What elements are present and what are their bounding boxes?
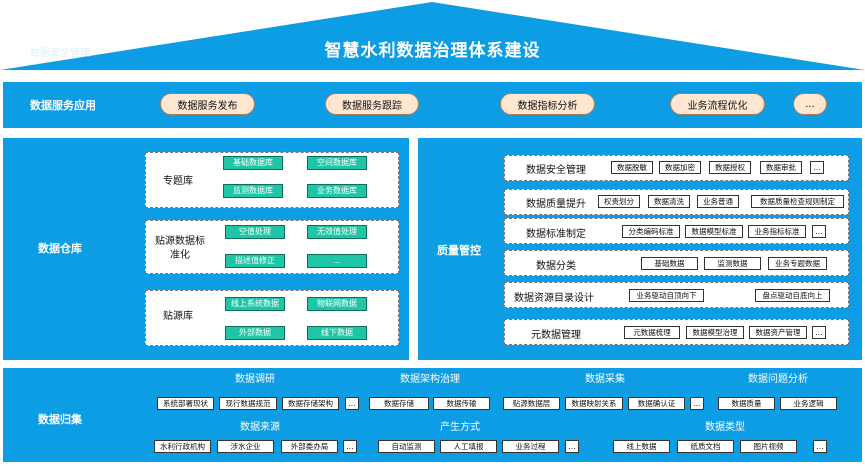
tag-offline: 线下数据 <box>307 326 367 340</box>
tag-more: ... <box>565 440 579 453</box>
tag-bottom-up: 盘点驱动自底向上 <box>755 289 830 302</box>
collection-header-collect: 数据采集 <box>585 374 625 385</box>
quality-row-label: 数据标准制定 <box>526 229 586 240</box>
tag-masking: 数据脱敏 <box>611 161 653 174</box>
watermark-text: 数据安全管理 <box>30 48 90 59</box>
tag-topic-data: 业务专题数据 <box>768 257 827 270</box>
warehouse-group-label: 贴源数据标准化 <box>155 236 205 261</box>
tag-more: ... <box>812 326 826 339</box>
tag-more: ... <box>690 397 704 410</box>
tag-storage-arch: 数据存储架构 <box>282 397 339 410</box>
warehouse-group-label: 贴源库 <box>163 311 193 322</box>
tag-encryption: 数据加密 <box>659 161 701 174</box>
tag-business-logic: 业务逻辑 <box>780 397 837 410</box>
tag-system-status: 系统部署现状 <box>157 397 214 410</box>
quality-row-label: 数据安全管理 <box>526 165 586 176</box>
tag-online-data: 线上数据 <box>613 440 670 453</box>
quality-row-label: 元数据管理 <box>531 330 581 341</box>
collection-header-type: 数据类型 <box>705 422 745 433</box>
tag-business-general: 业务普通 <box>697 195 739 208</box>
tag-model-standard: 数据模型标准 <box>685 225 743 238</box>
tag-auto-monitor: 自动监测 <box>378 440 435 453</box>
tag-iot: 物联网数据 <box>307 297 367 311</box>
service-item-metrics[interactable]: 数据指标分析 <box>500 93 595 115</box>
quality-row-label: 数据分类 <box>536 261 576 272</box>
tag-business-process: 业务过程 <box>502 440 559 453</box>
tag-more: ... <box>343 440 357 453</box>
tag-authorization: 数据授权 <box>709 161 751 174</box>
collection-label: 数据归集 <box>38 413 82 426</box>
tag-more: ... <box>813 440 827 453</box>
service-item-publish[interactable]: 数据服务发布 <box>160 93 255 115</box>
tag-null-handling: 空值处理 <box>225 225 285 239</box>
tag-quality-rules: 数据质量检查规则制定 <box>751 195 844 208</box>
tag-invalid-handling: 无效值处理 <box>307 225 367 239</box>
tag-water-agency: 水利行政机构 <box>154 440 211 453</box>
service-item-workflow[interactable]: 业务流程优化 <box>670 93 765 115</box>
warehouse-label: 数据仓库 <box>38 242 82 255</box>
tag-more: ... <box>810 161 824 174</box>
collection-header-method: 产生方式 <box>440 422 480 433</box>
tag-top-down: 业务驱动自顶向下 <box>629 289 704 302</box>
tag-more: ... <box>307 254 367 268</box>
tag-metadata-sort: 元数据梳理 <box>624 326 680 339</box>
tag-more: ... <box>812 225 826 238</box>
tag-external: 外部数据 <box>225 326 285 340</box>
tag-data-transfer: 数据传输 <box>433 397 490 410</box>
tag-water-company: 涉水企业 <box>217 440 274 453</box>
collection-header-architecture: 数据架构治理 <box>400 374 460 385</box>
tag-external-bureau: 外部委办局 <box>281 440 338 453</box>
tag-monitor-data: 监测数据 <box>704 257 761 270</box>
tag-code-standard: 分类编码标准 <box>622 225 680 238</box>
tag-mapping: 数据映射关系 <box>565 397 623 410</box>
tag-responsibility: 权责划分 <box>598 195 640 208</box>
tag-manual-entry: 人工填报 <box>440 440 497 453</box>
quality-row-label: 数据质量提升 <box>526 199 586 210</box>
collection-header-research: 数据调研 <box>235 374 275 385</box>
tag-data-quality: 数据质量 <box>718 397 775 410</box>
tag-basic-db: 基础数据库 <box>223 156 283 170</box>
roof-banner <box>0 2 865 70</box>
service-item-more[interactable]: ... <box>793 93 827 115</box>
service-label: 数据服务应用 <box>30 99 96 112</box>
tag-spatial-db: 空间数据库 <box>307 156 367 170</box>
collection-header-source: 数据来源 <box>240 422 280 433</box>
page-title: 智慧水利数据治理体系建设 <box>324 41 541 61</box>
tag-source-layer: 贴源数据层 <box>503 397 560 410</box>
tag-approval: 数据审批 <box>760 161 802 174</box>
quality-row-label: 数据资源目录设计 <box>514 293 594 304</box>
tag-basic-data: 基础数据 <box>641 257 698 270</box>
tag-current-spec: 现行数据规范 <box>219 397 277 410</box>
tag-metric-standard: 业务指标标准 <box>748 225 806 238</box>
tag-paper-docs: 纸质文档 <box>677 440 734 453</box>
tag-desc-fix: 描述值修正 <box>225 254 285 268</box>
tag-asset-management: 数据资产管理 <box>749 326 807 339</box>
collection-header-problem: 数据问题分析 <box>748 374 808 385</box>
tag-model-governance: 数据模型治理 <box>686 326 744 339</box>
warehouse-group-label: 专题库 <box>163 176 193 187</box>
tag-monitor-db: 监测数据库 <box>223 184 283 198</box>
tag-more: ... <box>345 397 359 410</box>
tag-confirm: 数据确认证 <box>628 397 685 410</box>
tag-business-db: 业务数据库 <box>307 184 367 198</box>
tag-cleaning: 数据清洗 <box>648 195 690 208</box>
quality-label: 质量管控 <box>437 244 481 257</box>
tag-online-system: 线上系统数据 <box>225 297 285 311</box>
tag-image-video: 图片视频 <box>740 440 797 453</box>
tag-data-storage: 数据存储 <box>369 397 429 410</box>
service-item-track[interactable]: 数据服务跟踪 <box>325 93 419 115</box>
